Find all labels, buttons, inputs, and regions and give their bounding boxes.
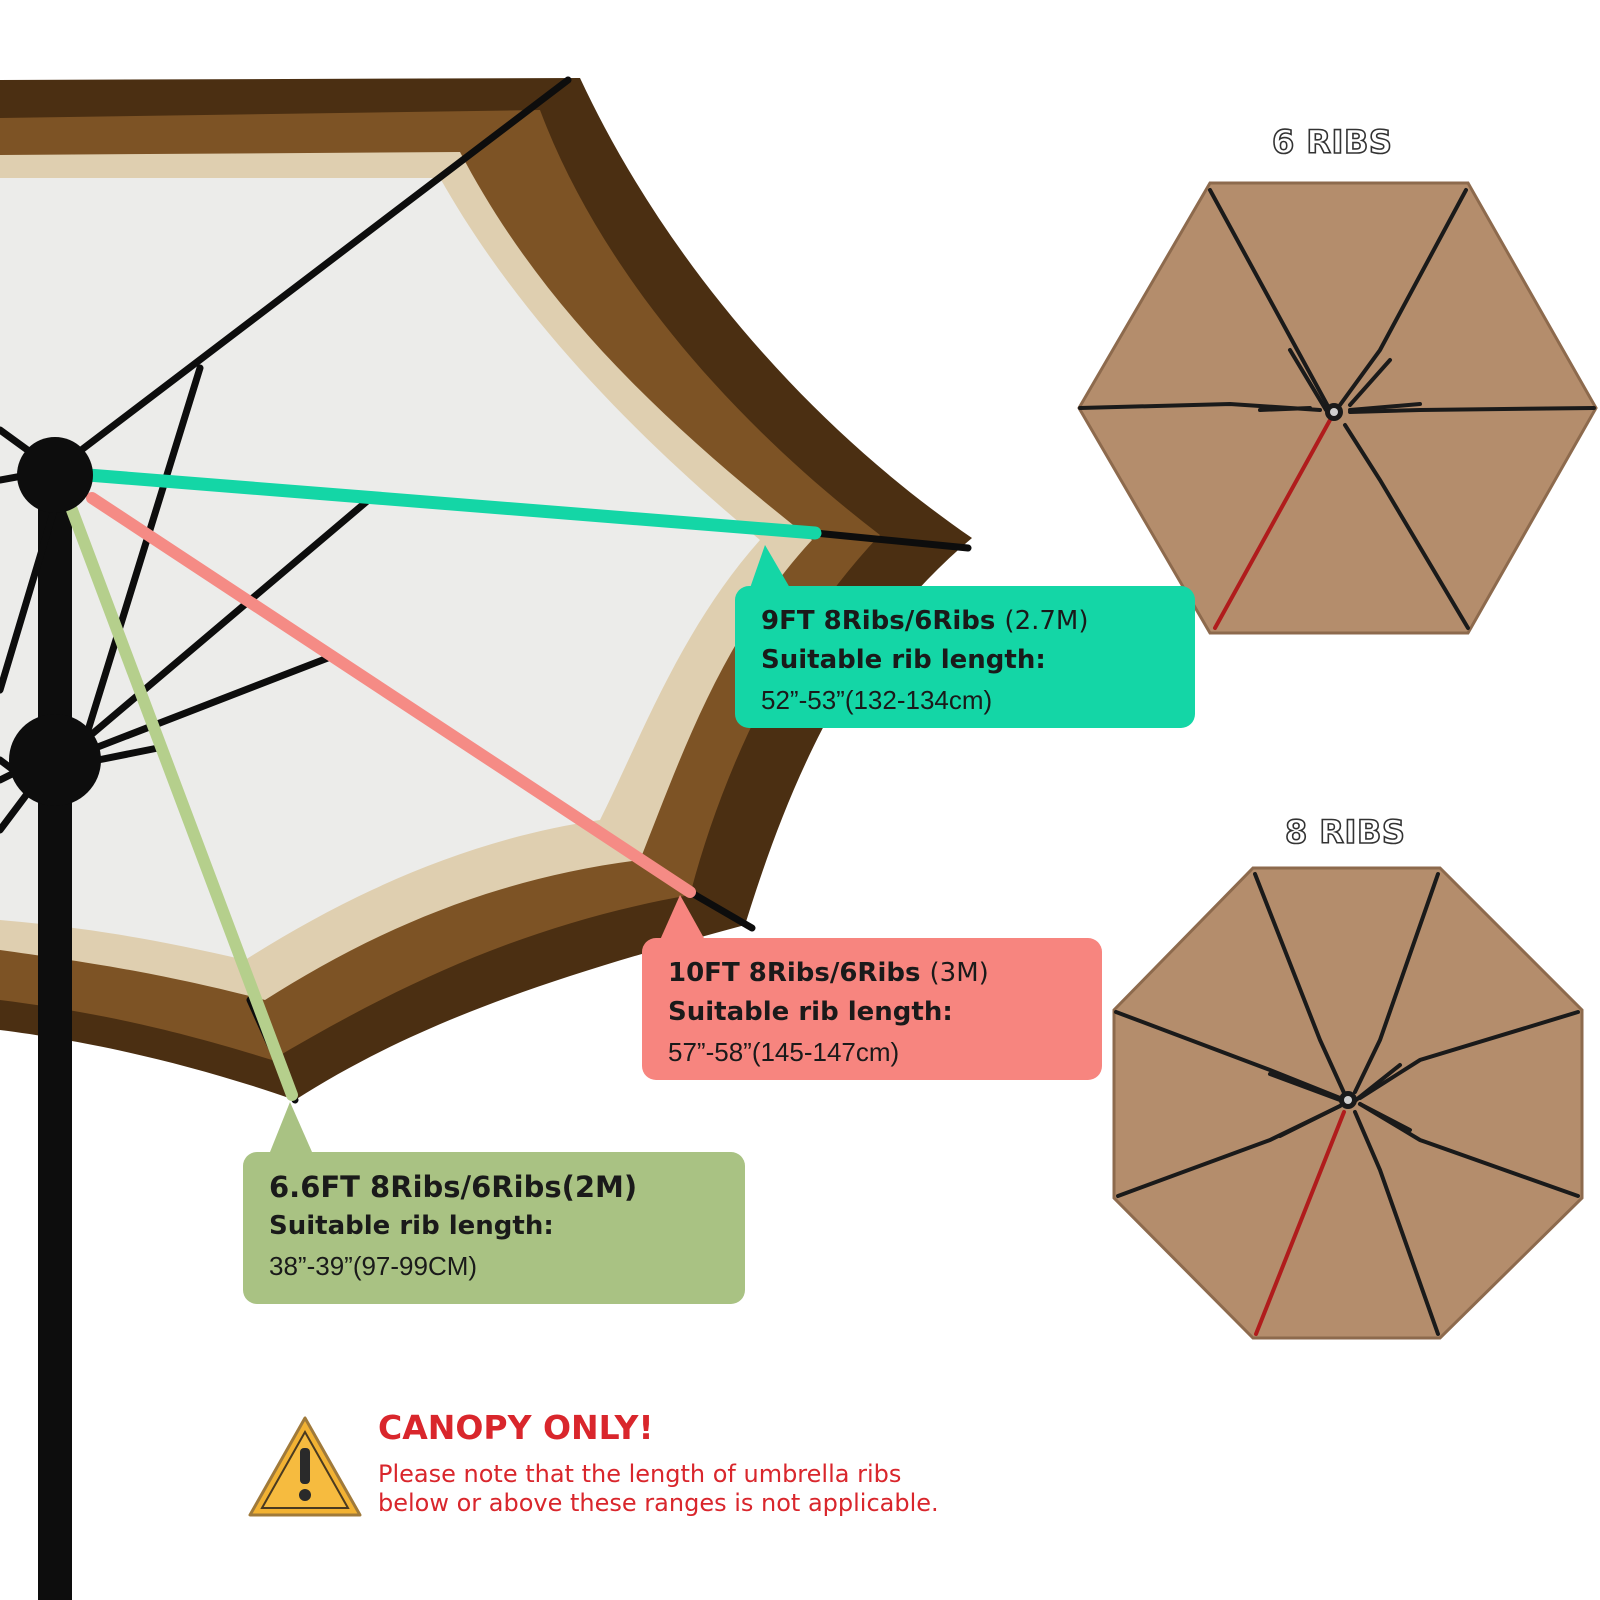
- callout-9ft-label: Suitable rib length:: [761, 645, 1046, 675]
- warning-title: CANOPY ONLY!: [378, 1408, 654, 1447]
- umbrella-pole: [38, 470, 72, 1600]
- callout-6-6ft-size-line: 6.6FT 8Ribs/6Ribs(2M): [269, 1168, 721, 1206]
- eight-ribs-label: 8 RIBS: [1284, 812, 1406, 852]
- warning-line-1: Please note that the length of umbrella …: [378, 1460, 902, 1488]
- pointer-9ft: [750, 545, 790, 588]
- callout-10ft-range: 57”-58”(145-147cm): [668, 1037, 900, 1067]
- callout-9ft-range: 52”-53”(132-134cm): [761, 685, 993, 715]
- callout-10ft-metric: (3M): [929, 958, 989, 988]
- callout-6-6ft-metric: (2M): [561, 1170, 638, 1204]
- callout-6-6ft-label: Suitable rib length:: [269, 1211, 554, 1241]
- eight-ribs-top-view: [1112, 866, 1584, 1340]
- pointer-10ft: [660, 895, 705, 940]
- rib-highlight-10ft: [86, 492, 696, 898]
- warning-triangle-icon: [248, 1416, 362, 1517]
- pointer-6-6ft: [270, 1102, 312, 1152]
- callout-10ft-size-line: 10FT 8Ribs/6Ribs (3M): [668, 954, 1078, 992]
- rib-highlight-9ft: [81, 468, 822, 540]
- six-ribs-top-view: [1077, 181, 1598, 635]
- canopy-fabric: [0, 178, 760, 960]
- top-hub: [17, 437, 93, 513]
- callout-9ft-size-line: 9FT 8Ribs/6Ribs (2.7M): [761, 602, 1171, 640]
- warning-line-2: below or above these ranges is not appli…: [378, 1489, 939, 1517]
- callout-10ft: 10FT 8Ribs/6Ribs (3M) Suitable rib lengt…: [642, 938, 1102, 1080]
- callout-9ft: 9FT 8Ribs/6Ribs (2.7M) Suitable rib leng…: [735, 586, 1195, 728]
- callout-10ft-size: 10FT 8Ribs/6Ribs: [668, 958, 921, 988]
- callout-6-6ft-range: 38”-39”(97-99CM): [269, 1251, 478, 1281]
- callout-6-6ft: 6.6FT 8Ribs/6Ribs(2M) Suitable rib lengt…: [243, 1152, 745, 1304]
- warning-text: Please note that the length of umbrella …: [378, 1460, 939, 1518]
- callout-9ft-metric: (2.7M): [1004, 606, 1089, 636]
- callout-6-6ft-size: 6.6FT 8Ribs/6Ribs: [269, 1170, 562, 1204]
- rib-highlight-6-6ft: [66, 504, 298, 1101]
- six-ribs-label: 6 RIBS: [1271, 122, 1393, 162]
- callout-9ft-size: 9FT 8Ribs/6Ribs: [761, 606, 996, 636]
- runner-hub: [9, 714, 101, 806]
- callout-10ft-label: Suitable rib length:: [668, 997, 953, 1027]
- umbrella-underside-illustration: [0, 76, 972, 1600]
